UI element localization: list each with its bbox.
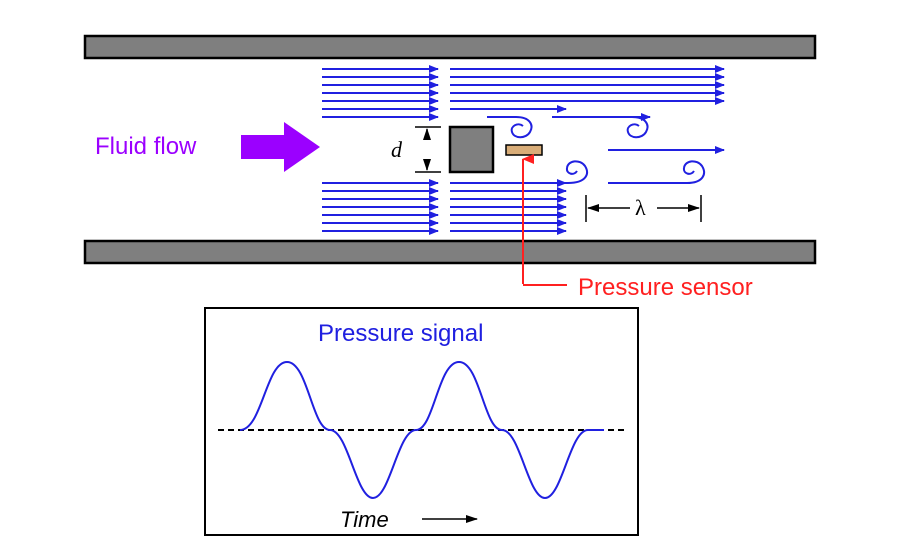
vortex-icon	[600, 116, 649, 139]
fluid-flow-arrow-icon	[241, 122, 320, 172]
time-axis-label: Time	[340, 507, 389, 532]
pipe-wall-bottom	[83, 239, 817, 265]
vortex-icon	[487, 116, 533, 139]
vortex-icon	[552, 160, 588, 184]
fluid-flow-label: Fluid flow	[95, 133, 197, 160]
vortex-icon	[608, 160, 706, 184]
dimension-d-label: d	[391, 137, 403, 162]
bluff-body	[448, 125, 495, 174]
pipe-wall-top	[83, 34, 817, 60]
pressure-waveform	[239, 360, 604, 500]
dimension-d	[415, 126, 441, 173]
pressure-sensor-body	[505, 144, 543, 156]
wavelength-label: λ	[635, 195, 646, 220]
signal-box	[204, 307, 639, 536]
vortices	[487, 116, 706, 184]
dimension-lambda	[585, 195, 702, 222]
pressure-signal-title: Pressure signal	[318, 320, 483, 347]
pressure-sensor-label: Pressure sensor	[578, 274, 753, 301]
